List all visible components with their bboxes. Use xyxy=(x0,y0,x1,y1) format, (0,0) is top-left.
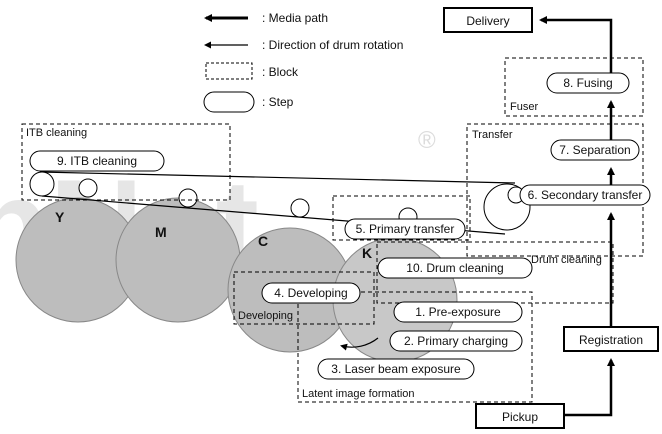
step-pre-exposure xyxy=(393,301,523,323)
step-fusing xyxy=(546,72,630,94)
drum-c-label: C xyxy=(258,233,268,249)
media-path: Delivery Registration Pickup xyxy=(443,7,659,429)
step-legend-icon xyxy=(203,91,255,113)
drum-y-label: Y xyxy=(55,209,65,225)
legend-block: : Block xyxy=(262,65,299,79)
block-label-itb-cleaning: ITB cleaning xyxy=(26,127,87,139)
block-primary-transfer xyxy=(332,195,471,241)
step-pre-exposure-label: 1. Pre-exposure xyxy=(415,305,501,319)
step-laser-exposure xyxy=(317,358,475,380)
step-primary-charging-label: 2. Primary charging xyxy=(404,334,508,348)
step-secondary-transfer-label: 6. Secondary transfer xyxy=(528,188,643,202)
step-separation-label: 7. Separation xyxy=(559,143,630,157)
step-laser-exposure-label: 3. Laser beam exposure xyxy=(331,362,461,376)
block-label-fuser: Fuser xyxy=(510,101,538,113)
legend-media-path: : Media path xyxy=(262,11,328,25)
delivery-label: Delivery xyxy=(466,14,509,28)
step-itb-cleaning-label: 9. ITB cleaning xyxy=(57,154,137,168)
belt-roller xyxy=(178,188,198,208)
step-developing-label: 4. Developing xyxy=(274,286,347,300)
drum-m xyxy=(115,197,241,323)
step-separation xyxy=(550,139,640,161)
step-itb-cleaning xyxy=(29,150,165,172)
belt-roller-left xyxy=(29,171,55,197)
drum-m-label: M xyxy=(155,224,167,240)
registration-label: Registration xyxy=(579,333,643,347)
belt-roller xyxy=(290,198,310,218)
itb-belt xyxy=(29,171,531,235)
legend-drum-rotation: : Direction of drum rotation xyxy=(262,38,403,52)
block-label-developing: Developing xyxy=(238,310,293,322)
block-developing xyxy=(233,271,375,325)
step-fusing-label: 8. Fusing xyxy=(563,76,612,90)
step-developing xyxy=(261,282,361,304)
step-drum-cleaning-label: 10. Drum cleaning xyxy=(406,261,503,275)
belt-roller xyxy=(78,178,98,198)
block-legend-icon xyxy=(205,62,253,80)
block-label-latent-image: Latent image formation xyxy=(302,388,415,400)
step-drum-cleaning xyxy=(377,257,533,279)
legend: : Media path : Direction of drum rotatio… xyxy=(203,11,403,113)
steps: 9. ITB cleaning 8. Fusing 7. Separation … xyxy=(29,72,651,380)
step-primary-charging xyxy=(389,330,523,352)
block-label-transfer: Transfer xyxy=(472,129,513,141)
step-primary-transfer xyxy=(344,218,466,240)
block-label-drum-cleaning: Drum cleaning xyxy=(531,254,602,266)
step-secondary-transfer xyxy=(519,184,651,206)
block-itb-cleaning xyxy=(21,123,231,201)
step-primary-transfer-label: 5. Primary transfer xyxy=(356,222,455,236)
block-latent-image xyxy=(297,291,533,403)
media-arrow-fusing-delivery xyxy=(539,16,613,73)
pickup-label: Pickup xyxy=(502,410,538,424)
drum-rotation-arrow xyxy=(340,337,379,351)
delivery-box xyxy=(443,7,533,33)
drum-k-label: K xyxy=(362,245,372,261)
registered-mark: ® xyxy=(418,127,436,154)
media-arrow-pickup-registration xyxy=(564,358,615,417)
belt-top-edge xyxy=(39,171,516,184)
legend-step: : Step xyxy=(262,95,294,109)
